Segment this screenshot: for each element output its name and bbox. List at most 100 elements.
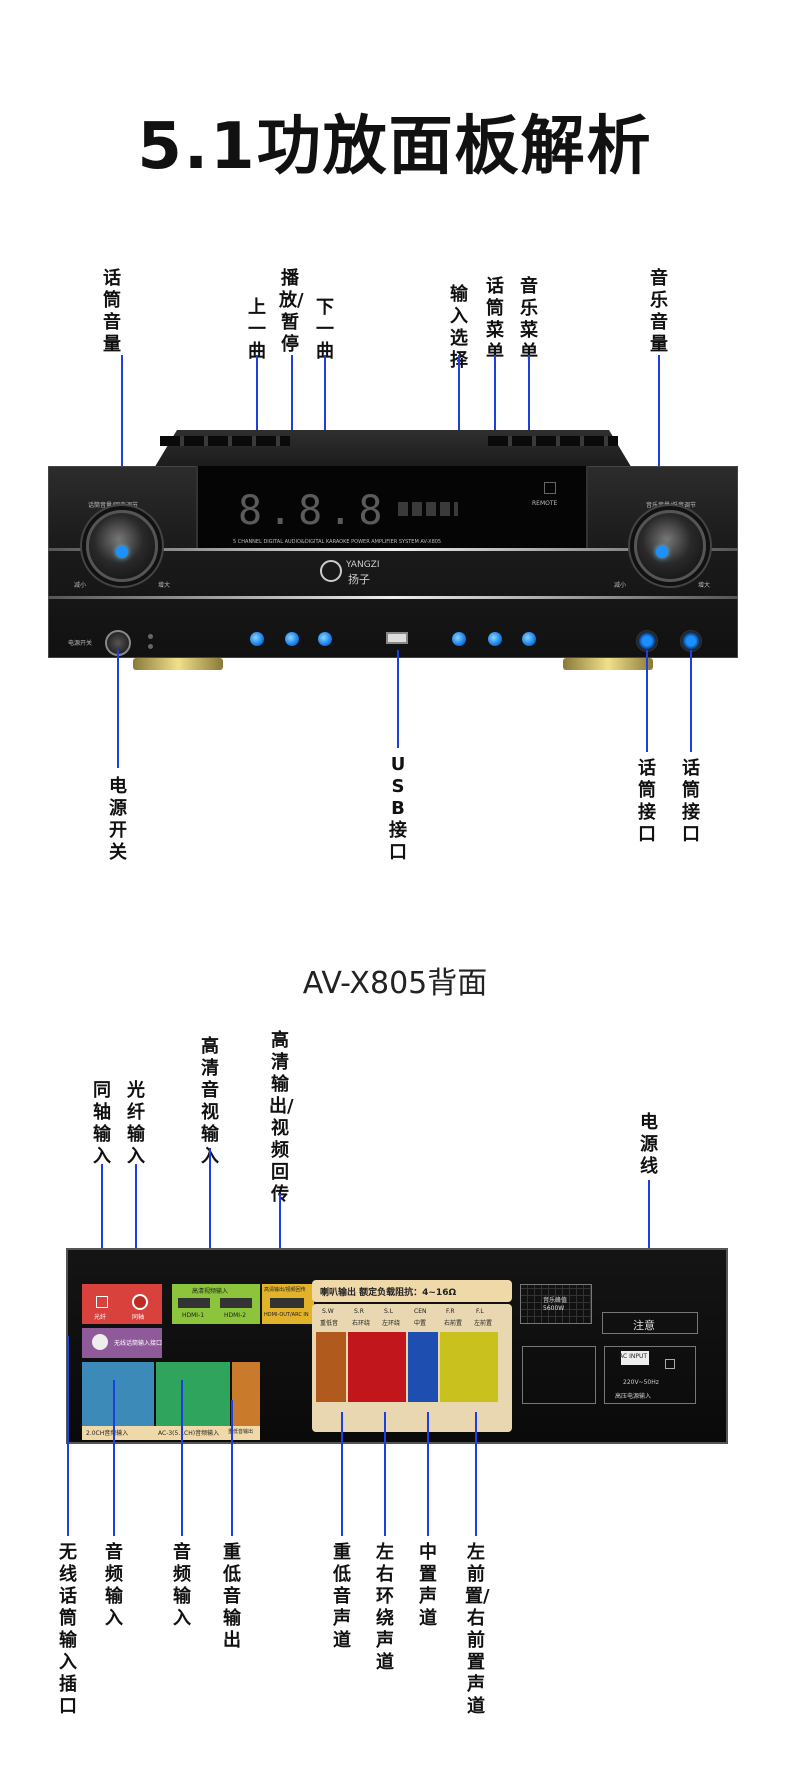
label-next-track: 下一曲 [316, 297, 334, 362]
label-hd-out: 高清输出/视频回传 [269, 1030, 294, 1205]
label-music-volume: 音乐音量 [650, 268, 668, 355]
speaker-code-sl: S.L [384, 1308, 394, 1315]
sw-terminal[interactable] [316, 1332, 346, 1402]
label-sub-channel: 重低音声道 [333, 1542, 351, 1651]
coaxial-label: 同轴 [132, 1314, 145, 1321]
foot-left [133, 658, 223, 670]
hdmi2-label: HDMI-2 [224, 1312, 247, 1319]
label-front-channel: 左前置/右前置声道 [465, 1542, 490, 1717]
prev-track-button[interactable] [250, 632, 264, 646]
mic-volume-knob[interactable] [86, 510, 158, 582]
music-volume-knob[interactable] [634, 510, 706, 582]
usb-port[interactable] [386, 632, 408, 644]
frequency-chart-graphic: 音乐峰值 5600W [520, 1284, 592, 1324]
speaker-name-sl: 左环绕 [382, 1320, 401, 1327]
pointer-line [113, 1380, 115, 1536]
pointer-line [67, 1336, 69, 1536]
audio-in-2ch-block [82, 1362, 154, 1432]
wireless-label: 无线话筒输入接口 [114, 1340, 163, 1347]
knob-min-label: 减小 [614, 582, 627, 589]
coaxial-port[interactable] [132, 1294, 148, 1310]
mic-menu-button[interactable] [488, 632, 502, 646]
remote-label: REMOTE [532, 500, 558, 507]
sub-out-label: 重低音输出 [228, 1429, 254, 1435]
hdmi-out-port[interactable] [270, 1298, 304, 1308]
audio-in-51ch-block [156, 1362, 230, 1432]
pointer-line [341, 1412, 343, 1536]
label-mic-menu: 话筒菜单 [486, 276, 504, 363]
hdmi1-label: HDMI-1 [182, 1312, 205, 1319]
speaker-code-sr: S.R [354, 1308, 364, 1315]
knob-max-label: 增大 [158, 582, 171, 589]
speaker-title: 喇叭输出 额定负载阻抗：4~16Ω [320, 1288, 457, 1298]
pointer-line [646, 650, 648, 752]
label-power-switch: 电源开关 [109, 776, 127, 863]
mic-jack-2[interactable] [680, 630, 702, 652]
brand-logo-icon [320, 560, 342, 582]
speaker-code-fr: F.R [446, 1308, 455, 1315]
peak-power-value: 5600W [543, 1305, 565, 1312]
speaker-name-fl: 左前置 [474, 1320, 493, 1327]
pointer-line [117, 650, 119, 768]
amplifier-rear-panel: 光纤 同轴 无线话筒输入接口 高清视频输入 HDMI-1 HDMI-2 高清输出… [66, 1248, 728, 1444]
pointer-line [121, 355, 123, 552]
foot-right [563, 658, 653, 670]
pointer-line [231, 1400, 233, 1536]
speaker-code-sw: S.W [322, 1308, 334, 1315]
speaker-name-cen: 中置 [414, 1320, 427, 1327]
sub-out-block [232, 1362, 260, 1432]
speaker-terminal-area: S.W S.R S.L CEN F.R F.L 重低音 右环绕 左环绕 中置 右… [312, 1304, 512, 1432]
next-track-button[interactable] [318, 632, 332, 646]
voltage-label: 220V~50Hz [623, 1379, 659, 1386]
label-sub-out: 重低音输出 [223, 1542, 241, 1651]
knob-max-label: 增大 [698, 582, 711, 589]
warning-box: 注意 [602, 1312, 698, 1334]
speaker-code-cen: CEN [414, 1308, 427, 1315]
rca-label-strip: 2.0CH音频输入 AC-3(5.1CH)音频输入 重低音输出 [82, 1426, 260, 1440]
speaker-name-fr: 右前置 [444, 1320, 463, 1327]
play-pause-button[interactable] [285, 632, 299, 646]
rear-subtitle: AV-X805背面 [302, 966, 488, 1001]
highlight-dot [656, 546, 668, 558]
label-power-cord: 电源线 [640, 1112, 658, 1177]
label-mic-volume: 话筒音量 [103, 268, 121, 355]
label-surround-channel: 左右环绕声道 [376, 1542, 394, 1673]
digital-input-block: 光纤 同轴 [82, 1284, 162, 1324]
warning-label: 注意 [633, 1319, 655, 1332]
left-knob-label: 话筒音量/回声调节 [88, 502, 139, 509]
wireless-port[interactable] [92, 1334, 108, 1350]
label-coaxial-in: 同轴输入 [93, 1080, 111, 1167]
speaker-name-sr: 右环绕 [352, 1320, 371, 1327]
label-music-menu: 音乐菜单 [520, 276, 538, 363]
input-select-button[interactable] [452, 632, 466, 646]
speaker-title-bar: 喇叭输出 额定负载阻抗：4~16Ω [312, 1280, 512, 1302]
ac-input-socket[interactable] [621, 1351, 649, 1365]
label-wireless-mic: 无线话筒输入插口 [59, 1542, 77, 1717]
mic-jack-1[interactable] [636, 630, 658, 652]
surround-terminal[interactable] [348, 1332, 406, 1402]
hdmi1-port[interactable] [178, 1298, 210, 1308]
usb-label-text: USB接口 [389, 754, 407, 863]
center-terminal[interactable] [408, 1332, 438, 1402]
pointer-line [475, 1412, 477, 1536]
indicator-led [148, 634, 153, 639]
optical-port[interactable] [96, 1296, 108, 1308]
speaker-name-sw: 重低音 [320, 1320, 339, 1327]
display-window: 8.8.8 REMOTE [196, 466, 588, 548]
front-terminal[interactable] [440, 1332, 498, 1402]
wireless-input-block: 无线话筒输入接口 [82, 1328, 162, 1358]
vent-right [488, 436, 618, 446]
label-optical-in: 光纤输入 [127, 1080, 145, 1167]
pointer-line [427, 1412, 429, 1536]
label-usb-port: USB接口 [387, 754, 409, 864]
power-label: 电源开关 [68, 640, 93, 647]
silver-stripe [48, 548, 738, 551]
display-segments [398, 502, 458, 516]
label-center-channel: 中置声道 [419, 1542, 437, 1629]
hdmi2-port[interactable] [220, 1298, 252, 1308]
right-knob-label: 音乐音量/低音调节 [646, 502, 697, 509]
music-menu-button[interactable] [522, 632, 536, 646]
amplifier-front-panel: 8.8.8 REMOTE 5 CHANNEL DIGITAL AUDIO&DIG… [48, 430, 738, 678]
pointer-line [209, 1148, 211, 1304]
pointer-line [690, 650, 692, 752]
